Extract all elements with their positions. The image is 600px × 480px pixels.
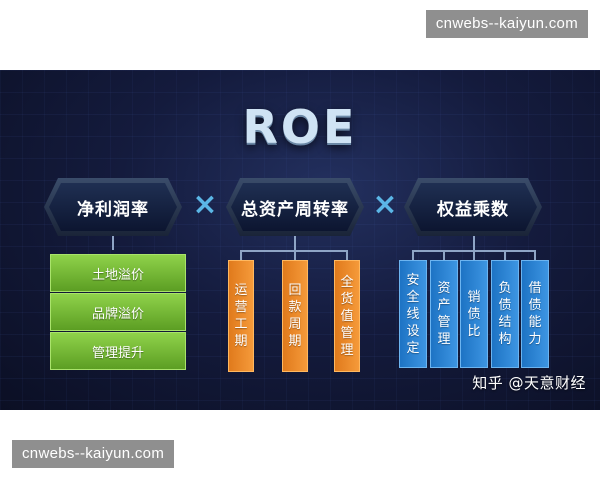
- connector-line: [412, 250, 414, 260]
- diagram-title: ROE: [242, 100, 358, 154]
- leverage-item-safety-line: 安全线设定: [399, 260, 427, 368]
- connector-line: [346, 250, 348, 260]
- watermark-bottom: cnwebs--kaiyun.com: [12, 440, 175, 468]
- turnover-item-collection-cycle: 回款周期: [282, 260, 308, 372]
- connector-line: [294, 250, 296, 260]
- roe-diagram: ROE 净利润率 × 总资产周转率 × 权益乘数 土地溢价 品牌溢价 管理提升 …: [0, 70, 600, 410]
- watermark-top: cnwebs--kaiyun.com: [425, 10, 588, 38]
- leverage-item-borrowing-capacity: 借债能力: [521, 260, 549, 368]
- leverage-item-asset-mgmt: 资产管理: [430, 260, 458, 368]
- leverage-item-debt-structure: 负债结构: [491, 260, 519, 368]
- profit-item-brand-premium: 品牌溢价: [50, 293, 186, 331]
- profit-item-land-premium: 土地溢价: [50, 254, 186, 292]
- connector-line: [240, 250, 242, 260]
- connector-line: [473, 236, 475, 250]
- factor-net-profit-margin: 净利润率: [44, 178, 182, 236]
- connector-line: [473, 250, 475, 260]
- profit-item-management: 管理提升: [50, 332, 186, 370]
- connector-line: [504, 250, 506, 260]
- leverage-item-sales-debt-ratio: 销债比: [460, 260, 488, 368]
- connector-line: [112, 236, 114, 250]
- factor-equity-multiplier: 权益乘数: [404, 178, 542, 236]
- multiply-sign-2: ×: [372, 187, 398, 222]
- connector-line: [534, 250, 536, 260]
- connector-line: [443, 250, 445, 260]
- turnover-item-operation-period: 运营工期: [228, 260, 254, 372]
- factor-asset-turnover: 总资产周转率: [226, 178, 364, 236]
- source-credit: 知乎 @天意财经: [472, 374, 586, 392]
- connector-line: [294, 236, 296, 250]
- turnover-item-total-value-mgmt: 全货值管理: [334, 260, 360, 372]
- multiply-sign-1: ×: [192, 187, 218, 222]
